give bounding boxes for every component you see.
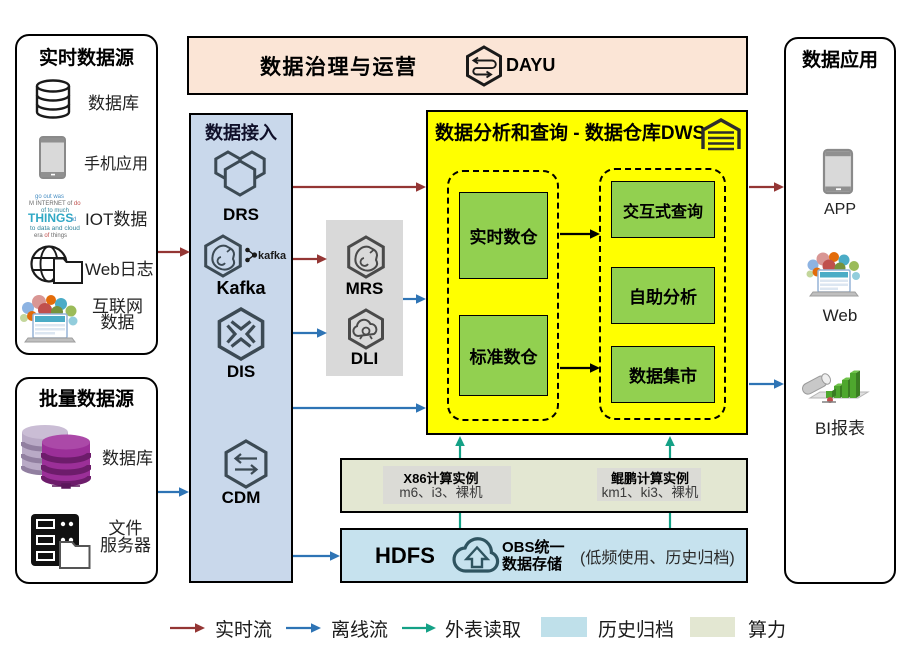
svg-text:kafka: kafka bbox=[258, 250, 287, 262]
svg-text:M INTERNET of do: M INTERNET of do bbox=[29, 201, 81, 207]
svg-text:THINGS: THINGS bbox=[28, 211, 73, 225]
svg-text:go out was: go out was bbox=[35, 194, 64, 200]
svg-text:era of things: era of things bbox=[34, 233, 67, 239]
svg-text:to data and cloud: to data and cloud bbox=[30, 225, 80, 232]
svg-text:rd: rd bbox=[71, 217, 76, 223]
svg-text:of to much: of to much bbox=[41, 208, 69, 214]
